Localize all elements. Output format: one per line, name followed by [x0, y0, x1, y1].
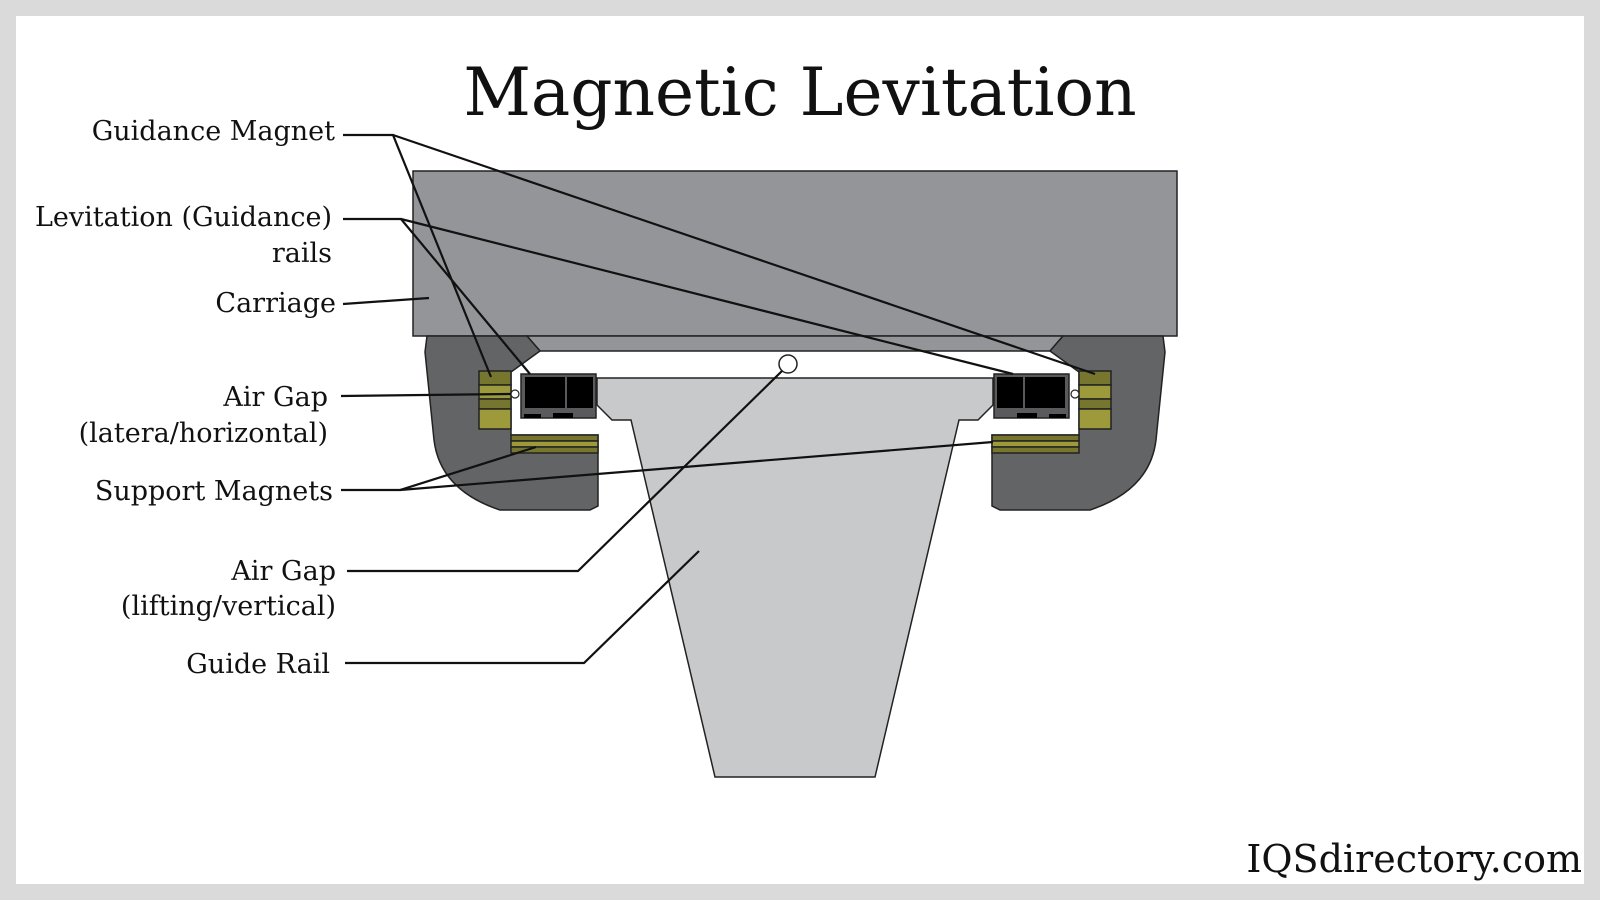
- carriage-body: [412, 170, 1178, 337]
- left-support-magnet: [510, 434, 599, 454]
- vertical-air-gap: [778, 354, 798, 374]
- left-levitation-rail: [520, 373, 597, 419]
- right-bogie: [991, 335, 1166, 511]
- guide-rail: [596, 377, 994, 778]
- leader-air-gap-vertical: [347, 370, 783, 573]
- right-guidance-magnet: [1078, 370, 1112, 430]
- label-levitation-rails-2: rails: [272, 238, 332, 269]
- label-air-gap-vertical: Air Gap: [230, 556, 336, 587]
- label-support-magnets: Support Magnets: [95, 476, 333, 507]
- label-air-gap-lateral-2: (latera/horizontal): [79, 418, 328, 449]
- leader-lines: [340, 133, 1096, 665]
- leader-air-gap-lateral: [340, 392, 512, 398]
- leader-carriage: [342, 296, 430, 306]
- right-levitation-rail: [993, 373, 1070, 419]
- leader-levitation-right: [400, 217, 1014, 376]
- left-lateral-air-gap: [510, 389, 520, 399]
- label-guidance-magnet: Guidance Magnet: [92, 116, 335, 147]
- right-lateral-air-gap: [1070, 389, 1080, 399]
- label-carriage: Carriage: [215, 288, 336, 319]
- watermark: IQSdirectory.com: [1246, 837, 1582, 881]
- leader-guide-rail: [345, 550, 700, 665]
- left-guidance-magnet: [478, 370, 512, 430]
- leader-support-magnets-right: [399, 440, 994, 492]
- label-levitation-rails: Levitation (Guidance): [35, 202, 332, 233]
- right-support-magnet: [991, 434, 1080, 454]
- left-bogie: [424, 335, 599, 511]
- label-air-gap-lateral: Air Gap: [222, 382, 328, 413]
- carriage-underside: [525, 335, 1065, 352]
- diagram-title: Magnetic Levitation: [463, 54, 1136, 131]
- label-air-gap-vertical-2: (lifting/vertical): [121, 591, 336, 622]
- leader-guidance-magnet-right: [392, 133, 1096, 376]
- label-guide-rail: Guide Rail: [186, 649, 330, 680]
